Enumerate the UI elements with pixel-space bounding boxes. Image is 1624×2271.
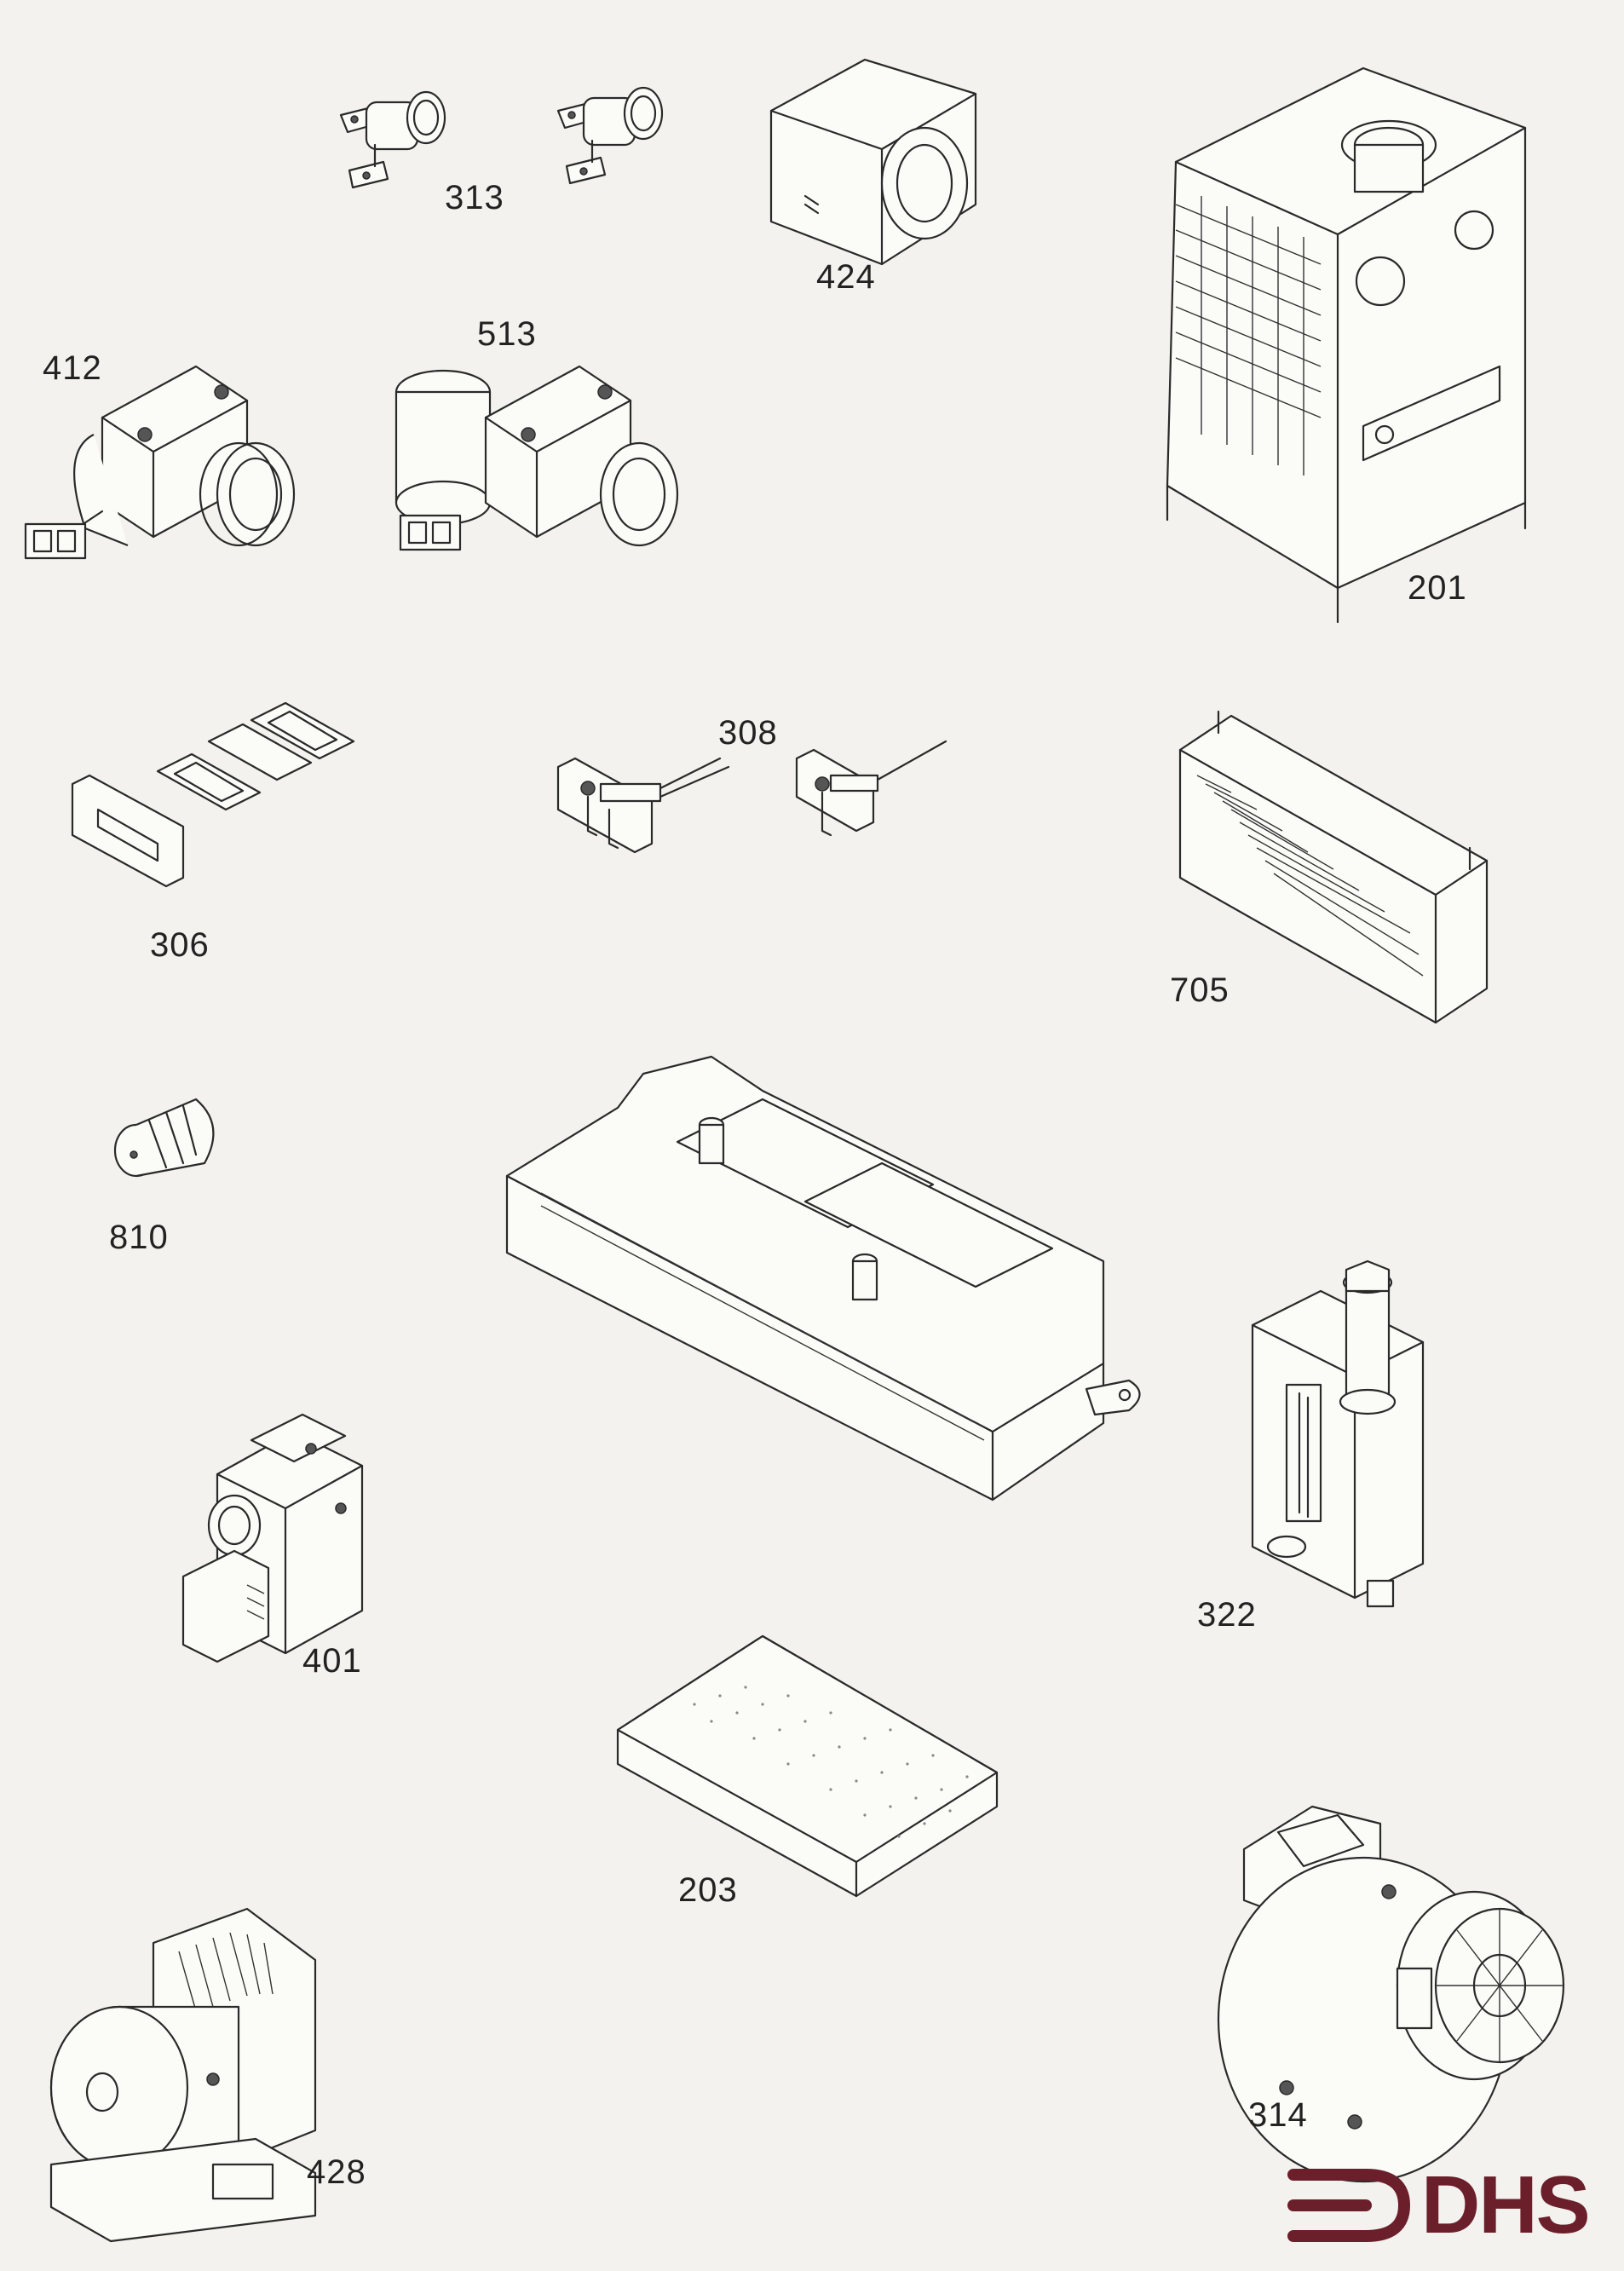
control-board-icon bbox=[505, 1055, 1141, 1502]
part-label-424: 424 bbox=[816, 258, 876, 296]
part-label-308: 308 bbox=[718, 714, 778, 752]
burner-plate-icon bbox=[616, 1634, 999, 1898]
dhs-logo: DHS bbox=[1285, 2164, 1600, 2246]
electrode-icon bbox=[556, 740, 947, 854]
part-label-201: 201 bbox=[1408, 569, 1467, 607]
pressure-switch-icon bbox=[1251, 1259, 1425, 1608]
part-label-810: 810 bbox=[109, 1219, 169, 1256]
fan-blower-icon bbox=[1217, 1805, 1565, 2183]
part-label-314: 314 bbox=[1248, 2096, 1308, 2134]
part-label-513: 513 bbox=[477, 315, 537, 353]
part-label-306: 306 bbox=[150, 926, 210, 964]
part-label-313: 313 bbox=[445, 179, 504, 216]
part-label-203: 203 bbox=[678, 1871, 738, 1909]
part-label-401: 401 bbox=[302, 1642, 362, 1680]
dhs-logo-mark-icon bbox=[1287, 2169, 1411, 2242]
gasket-set-icon bbox=[71, 701, 355, 888]
thermistor-clip-icon bbox=[339, 86, 664, 189]
solenoid-valve-icon bbox=[24, 365, 296, 560]
dhs-logo-text: DHS bbox=[1421, 2159, 1591, 2251]
actuator-head-icon bbox=[769, 58, 977, 266]
part-label-322: 322 bbox=[1197, 1596, 1257, 1634]
part-label-428: 428 bbox=[307, 2153, 366, 2191]
plate-heat-exchanger-icon bbox=[1178, 710, 1489, 1024]
circulating-pump-icon bbox=[49, 1907, 317, 2243]
part-label-412: 412 bbox=[43, 349, 102, 387]
gas-valve-icon bbox=[181, 1413, 364, 1663]
solenoid-valve-with-coil-icon bbox=[394, 365, 679, 551]
heat-exchanger-icon bbox=[1166, 66, 1527, 624]
part-label-705: 705 bbox=[1170, 971, 1230, 1009]
control-knob-icon bbox=[113, 1098, 215, 1178]
